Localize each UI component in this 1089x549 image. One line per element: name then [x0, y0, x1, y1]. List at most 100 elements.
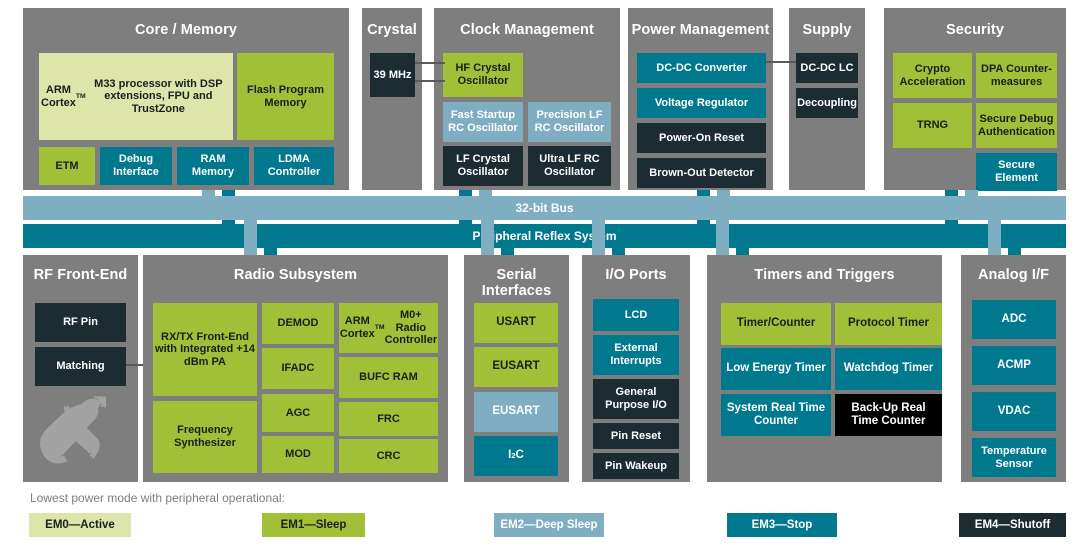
block-39-mhz-crystal[interactable]: 39 MHz [370, 53, 415, 97]
block-acmp[interactable]: ACMP [972, 346, 1056, 385]
section-title: Security [945, 22, 1005, 38]
section-title: Supply [802, 22, 852, 38]
block-rf-pin[interactable]: RF Pin [35, 303, 126, 342]
block-vdac[interactable]: VDAC [972, 392, 1056, 431]
block-power-on-reset[interactable]: Power-On Reset [637, 123, 766, 153]
section-timers-and-triggers: Timers and Triggers Timer/Counter Protoc… [707, 255, 942, 482]
block-pin-reset[interactable]: Pin Reset [593, 423, 679, 449]
section-supply: Supply DC-DC LC Decoupling [789, 8, 865, 190]
bus-stub-light-analog-a [988, 220, 1001, 256]
block-protocol-timer[interactable]: Protocol Timer [835, 303, 942, 345]
block-secure-element[interactable]: Secure Element [976, 153, 1057, 191]
legend-item-em3[interactable]: EM3—Stop [727, 513, 837, 537]
block-eusart-em2[interactable]: EUSART [474, 392, 558, 432]
block-low-energy-timer[interactable]: Low Energy Timer [721, 348, 831, 390]
block-crypto-acceleration[interactable]: Crypto Acceleration [893, 53, 972, 98]
block-secure-debug-authentication[interactable]: Secure Debug Authentication [976, 103, 1057, 148]
bus-peripheral-reflex-system: Peripheral Reflex System [23, 224, 1066, 248]
wire-crystal-to-hfxo-a [415, 62, 445, 64]
section-title: Serial Interfaces [481, 267, 552, 300]
wire-dcdc-to-supply [766, 61, 796, 63]
section-analog-if: Analog I/F ADC ACMP VDAC Temperature Sen… [961, 255, 1066, 482]
legend-item-em0[interactable]: EM0—Active [29, 513, 131, 537]
section-radio-subsystem: Radio Subsystem RX/TX Front-End with Int… [143, 255, 448, 482]
bus-stub-dark-radio-b [264, 248, 277, 256]
block-demod[interactable]: DEMOD [262, 303, 334, 344]
block-backup-real-time-counter[interactable]: Back-Up Real Time Counter [835, 394, 942, 436]
block-general-purpose-io[interactable]: General Purpose I/O [593, 379, 679, 419]
block-fast-startup-rc-oscillator[interactable]: Fast Startup RC Oscillator [443, 102, 523, 142]
block-eusart-em1[interactable]: EUSART [474, 347, 558, 387]
section-title: RF Front-End [33, 267, 128, 283]
block-etm[interactable]: ETM [39, 147, 95, 185]
block-timer-counter[interactable]: Timer/Counter [721, 303, 831, 345]
block-lf-crystal-oscillator[interactable]: LF Crystal Oscillator [443, 146, 523, 186]
section-title: Radio Subsystem [233, 267, 358, 283]
block-decoupling[interactable]: Decoupling [796, 88, 858, 118]
block-dc-dc-lc[interactable]: DC-DC LC [796, 53, 858, 83]
block-agc[interactable]: AGC [262, 394, 334, 432]
block-crc[interactable]: CRC [339, 439, 438, 473]
block-trng[interactable]: TRNG [893, 103, 972, 148]
legend-caption: Lowest power mode with peripheral operat… [30, 491, 285, 505]
block-dpa-countermeasures[interactable]: DPA Counter-measures [976, 53, 1057, 98]
wire-crystal-to-hfxo-b [415, 80, 445, 82]
legend-item-em2[interactable]: EM2—Deep Sleep [494, 513, 604, 537]
block-precision-lf-rc-oscillator[interactable]: Precision LF RC Oscillator [528, 102, 611, 142]
section-title: Analog I/F [977, 267, 1050, 283]
section-title: I/O Ports [605, 267, 667, 283]
section-title: Power Management [631, 22, 770, 38]
block-frc[interactable]: FRC [339, 402, 438, 436]
block-brown-out-detector[interactable]: Brown-Out Detector [637, 158, 766, 188]
bus-prs-label: Peripheral Reflex System [472, 229, 617, 243]
block-ultra-lf-rc-oscillator[interactable]: Ultra LF RC Oscillator [528, 146, 611, 186]
block-voltage-regulator[interactable]: Voltage Regulator [637, 88, 766, 118]
legend-item-em1[interactable]: EM1—Sleep [262, 513, 365, 537]
section-title: Core / Memory [134, 22, 238, 38]
section-title: Crystal [367, 22, 417, 38]
block-ram-memory[interactable]: RAM Memory [177, 147, 249, 185]
block-mod[interactable]: MOD [262, 436, 334, 473]
block-debug-interface[interactable]: Debug Interface [100, 147, 172, 185]
section-security: Security Crypto Acceleration DPA Counter… [884, 8, 1066, 191]
block-system-real-time-counter[interactable]: System Real Time Counter [721, 394, 831, 436]
block-external-interrupts[interactable]: External Interrupts [593, 335, 679, 375]
block-rxtx-front-end[interactable]: RX/TX Front-End with Integrated +14 dBm … [153, 303, 257, 396]
section-title: Clock Management [460, 22, 594, 38]
block-ifadc[interactable]: IFADC [262, 348, 334, 389]
block-usart[interactable]: USART [474, 303, 558, 343]
legend-item-em4[interactable]: EM4—Shutoff [959, 513, 1066, 537]
bus-stub-light-timers-a [716, 220, 729, 256]
block-flash-program-memory[interactable]: Flash Program Memory [237, 53, 334, 140]
section-rf-front-end: RF Front-End RF Pin Matching [23, 255, 138, 482]
block-lcd[interactable]: LCD [593, 299, 679, 331]
block-pin-wakeup[interactable]: Pin Wakeup [593, 453, 679, 479]
wire-matching-to-rxtx [126, 364, 158, 366]
bus-stub-light-radio-a [244, 220, 257, 256]
bus-stub-light-io-a [592, 220, 605, 256]
bus-stub-dark-analog-b [1008, 248, 1021, 256]
block-matching[interactable]: Matching [35, 347, 126, 386]
bus-32-bit-label: 32-bit Bus [515, 201, 574, 215]
block-frequency-synthesizer[interactable]: Frequency Synthesizer [153, 401, 257, 473]
section-clock-management: Clock Management HF Crystal Oscillator F… [434, 8, 620, 190]
bus-32-bit: 32-bit Bus [23, 196, 1066, 220]
section-power-management: Power Management DC-DC Converter Voltage… [628, 8, 773, 190]
block-hf-crystal-oscillator[interactable]: HF Crystal Oscillator [443, 53, 523, 97]
block-adc[interactable]: ADC [972, 300, 1056, 339]
block-temperature-sensor[interactable]: Temperature Sensor [972, 438, 1056, 477]
block-dc-dc-converter[interactable]: DC-DC Converter [637, 53, 766, 83]
section-title: Timers and Triggers [754, 267, 895, 283]
section-io-ports: I/O Ports LCD External Interrupts Genera… [582, 255, 690, 482]
block-bufc-ram[interactable]: BUFC RAM [339, 357, 438, 398]
gecko-logo-icon [39, 396, 107, 464]
block-ldma-controller[interactable]: LDMA Controller [254, 147, 334, 185]
bus-stub-light-serial-a [481, 220, 494, 256]
block-watchdog-timer[interactable]: Watchdog Timer [835, 348, 942, 390]
bus-stub-dark-serial-b [501, 248, 514, 256]
